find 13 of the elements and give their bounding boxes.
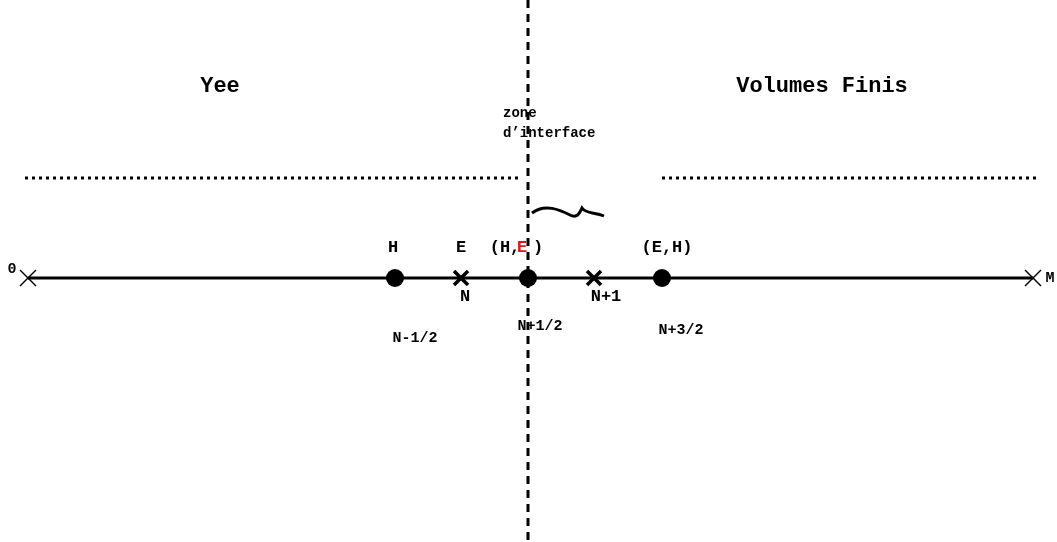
- field-label: ): [532, 238, 544, 258]
- index-label: N+1: [590, 288, 622, 307]
- field-label: H: [387, 238, 399, 258]
- region-title: Volumes Finis: [736, 74, 908, 100]
- end-label: M: [1045, 270, 1055, 288]
- field-label: E: [455, 238, 467, 258]
- end-label: 0: [7, 261, 17, 279]
- index-label: N+3/2: [658, 322, 704, 340]
- field-label: (E,H): [641, 238, 693, 258]
- index-label: N-1/2: [392, 330, 438, 348]
- region-title: Yee: [200, 74, 240, 100]
- index-label: N: [459, 288, 471, 307]
- zone-label: zone d’interface: [503, 103, 597, 143]
